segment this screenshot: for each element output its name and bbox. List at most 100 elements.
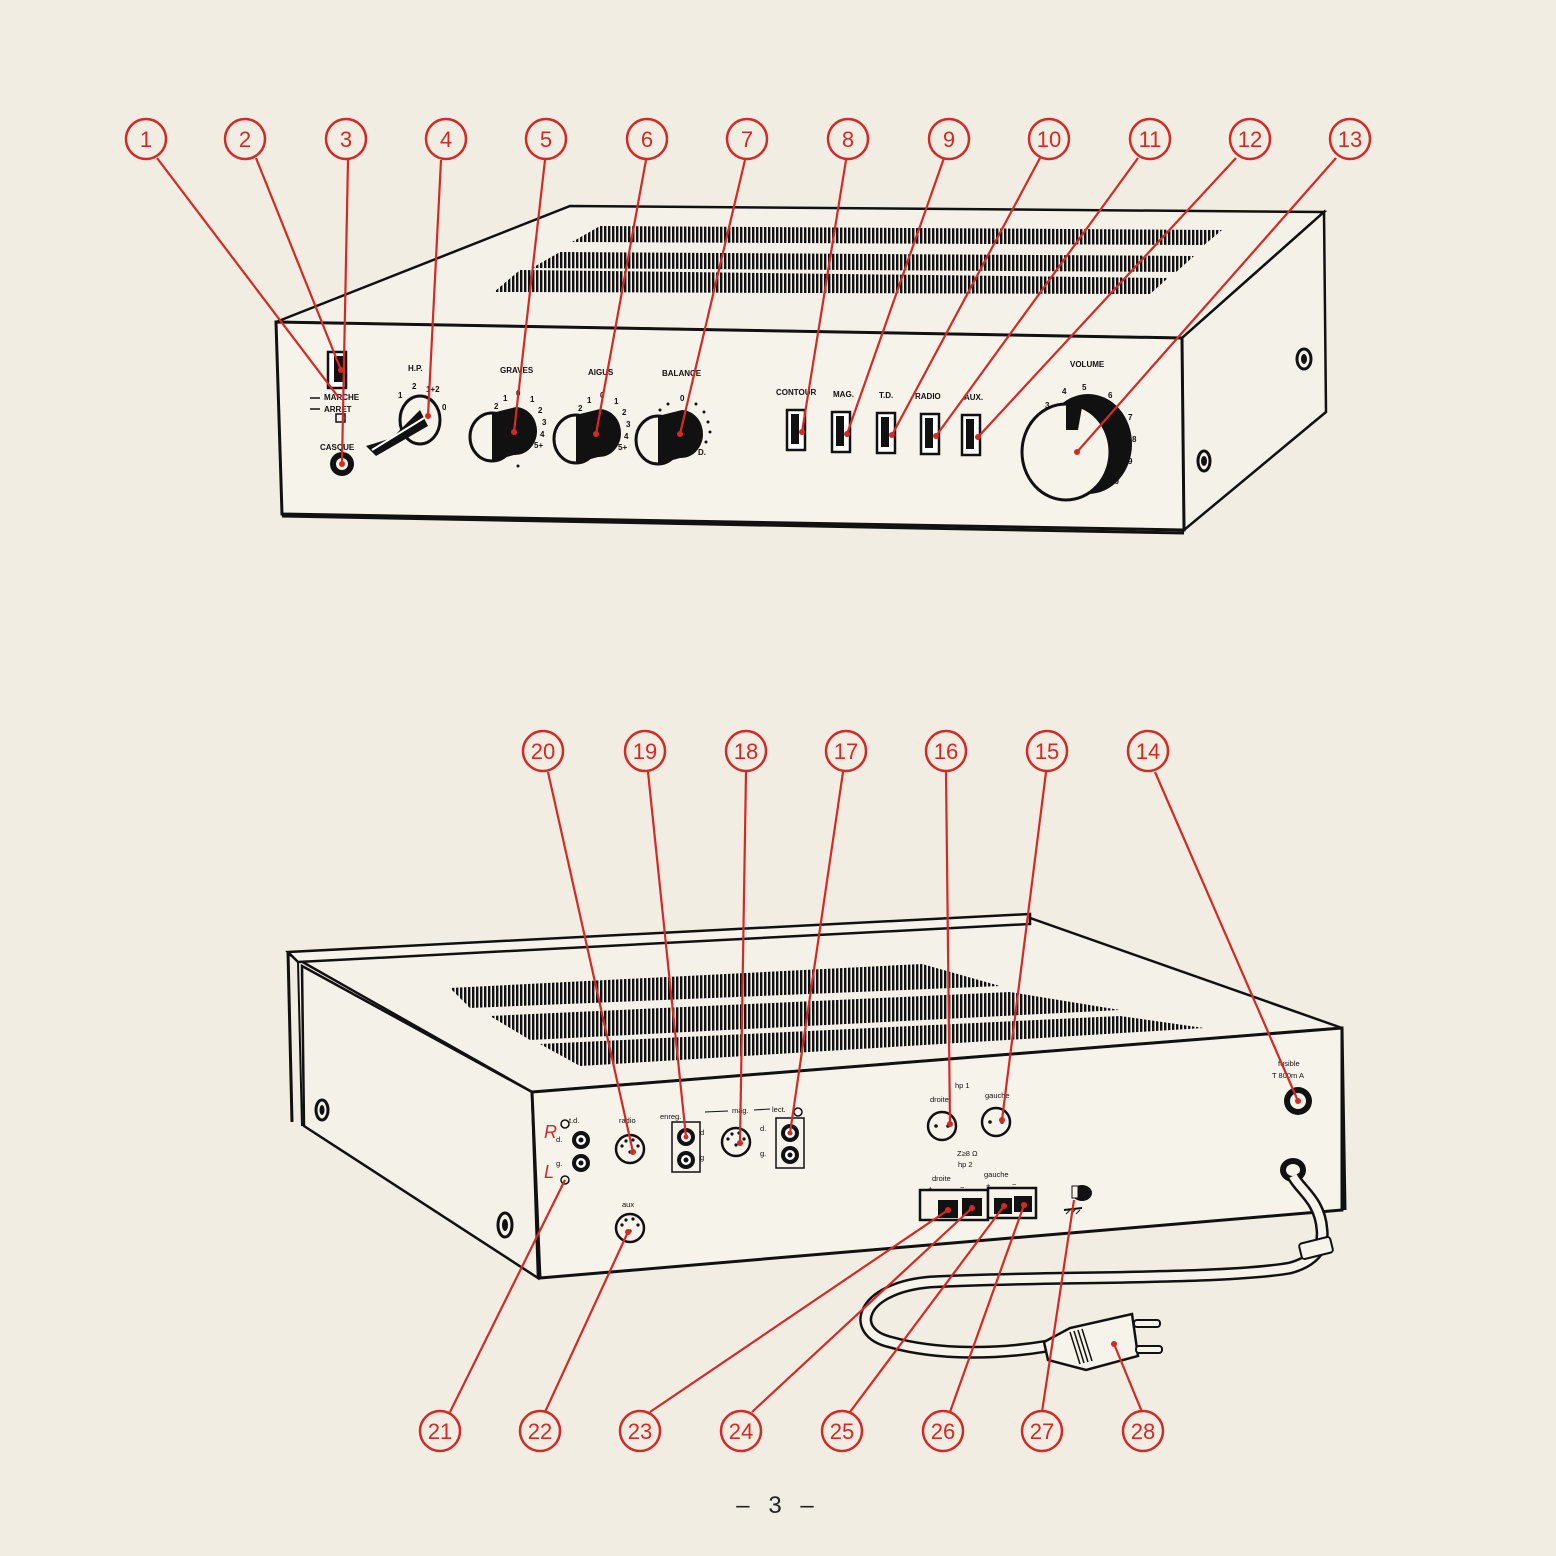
volume-knob[interactable] [1020, 394, 1132, 502]
svg-text:12: 12 [1238, 127, 1262, 152]
callout-18: 18 [724, 729, 768, 773]
svg-text:22: 22 [528, 1419, 552, 1444]
callout-19: 19 [623, 729, 667, 773]
callout-8: 8 [826, 117, 870, 161]
callouts-bottom-upper: 20 19 18 17 16 15 14 [521, 729, 1170, 773]
power-led [335, 413, 346, 423]
callout-23: 23 [618, 1409, 662, 1453]
callout-28: 28 [1121, 1409, 1165, 1453]
hp2-left-terminals[interactable] [986, 1186, 1038, 1220]
svg-text:9: 9 [943, 127, 955, 152]
label-radio: RADIO [915, 392, 941, 401]
front-top-vents [494, 226, 1222, 294]
td-input-left[interactable] [572, 1154, 590, 1172]
side-screw-1 [1295, 347, 1313, 371]
svg-text:28: 28 [1131, 1419, 1155, 1444]
graves-tick: 1 [530, 395, 535, 404]
callout-21: 21 [418, 1409, 462, 1453]
svg-text:16: 16 [934, 739, 958, 764]
label-marche: MARCHE [324, 393, 360, 402]
callout-26: 26 [921, 1409, 965, 1453]
graves-tick: 5+ [534, 441, 543, 450]
volume-tick: 5 [1082, 383, 1087, 392]
label-minus: − [1012, 1180, 1017, 1189]
label-plus: + [986, 1181, 991, 1190]
rear-top-vents [450, 964, 1204, 1066]
label-aux-input: aux [622, 1200, 634, 1209]
label-d: d. [556, 1135, 562, 1144]
hp-pos-1: 1 [398, 391, 403, 400]
aigus-tick: 5+ [618, 443, 627, 452]
mag-din-socket[interactable] [720, 1126, 752, 1158]
label-contour: CONTOUR [776, 388, 817, 397]
power-cord [859, 1158, 1334, 1359]
svg-text:4: 4 [440, 127, 452, 152]
graves-tick: 2 [494, 402, 499, 411]
label-fusible: fusible [1278, 1059, 1300, 1068]
label-lect-d: d. [760, 1124, 766, 1133]
callout-22: 22 [518, 1409, 562, 1453]
td-input-right[interactable] [572, 1131, 590, 1149]
volume-tick: 10 [1110, 477, 1119, 486]
callout-6: 6 [625, 117, 669, 161]
aigus-tick: 3 [626, 420, 631, 429]
enreg-output-left[interactable] [677, 1151, 695, 1169]
button-mag[interactable] [830, 410, 852, 454]
svg-text:7: 7 [741, 127, 753, 152]
button-radio[interactable] [919, 412, 941, 456]
balance-tick-d: D. [698, 448, 706, 457]
rear-front-lip [285, 912, 1032, 964]
svg-text:23: 23 [628, 1419, 652, 1444]
callout-1: 1 [124, 117, 168, 161]
svg-text:11: 11 [1139, 127, 1162, 152]
label-arret: ARRET [324, 405, 352, 414]
hp-pos-12: 1+2 [426, 385, 440, 394]
button-td[interactable] [875, 411, 897, 455]
hp2-right-terminals[interactable] [918, 1188, 990, 1222]
callout-15: 15 [1025, 729, 1069, 773]
label-hp: H.P. [408, 364, 423, 373]
rear-back-panel [530, 1026, 1344, 1280]
lect-input-left[interactable] [781, 1146, 799, 1164]
graves-tick: 4 [540, 430, 545, 439]
svg-text:15: 15 [1035, 739, 1059, 764]
aigus-tick: 1 [587, 396, 592, 405]
rear-screw-1 [314, 1098, 330, 1122]
button-aux[interactable] [960, 413, 982, 457]
treble-knob[interactable] [552, 409, 622, 465]
aigus-tick: 2 [622, 408, 627, 417]
volume-tick: 4 [1062, 387, 1067, 396]
power-plug [1042, 1312, 1163, 1372]
label-minus: − [960, 1183, 965, 1192]
headphone-jack[interactable] [330, 452, 354, 476]
svg-text:25: 25 [830, 1419, 854, 1444]
callouts-top: 1 2 3 4 5 6 7 8 9 10 11 12 13 [124, 117, 1372, 161]
hp-pos-0: 0 [442, 403, 447, 412]
rear-view: t.d. d. g. R L radio enreg. d g mag. [285, 912, 1347, 1372]
svg-text:6: 6 [641, 127, 653, 152]
volume-tick: 7 [1128, 413, 1133, 422]
button-contour[interactable] [785, 408, 807, 452]
balance-dots [516, 402, 712, 468]
svg-text:19: 19 [633, 739, 657, 764]
label-enreg-d: d [700, 1128, 704, 1137]
label-hp2: hp 2 [958, 1160, 973, 1169]
balance-knob[interactable] [634, 410, 704, 466]
label-enreg: enreg. [660, 1112, 681, 1121]
svg-text:18: 18 [734, 739, 758, 764]
hp1-right-din-socket[interactable] [926, 1110, 958, 1142]
label-hp2-droite: droite [932, 1174, 951, 1183]
side-screw-2 [1196, 449, 1212, 473]
aigus-tick: 4 [624, 432, 629, 441]
aux-din-socket[interactable] [614, 1212, 646, 1244]
callout-11: 11 [1128, 117, 1172, 161]
svg-text:3: 3 [340, 127, 352, 152]
bass-knob[interactable] [468, 407, 538, 463]
svg-text:17: 17 [834, 739, 858, 764]
callout-20: 20 [521, 729, 565, 773]
hp-pos-2: 2 [412, 382, 417, 391]
svg-text:27: 27 [1030, 1419, 1054, 1444]
hp1-left-din-socket[interactable] [980, 1106, 1012, 1138]
svg-text:1: 1 [140, 127, 152, 152]
